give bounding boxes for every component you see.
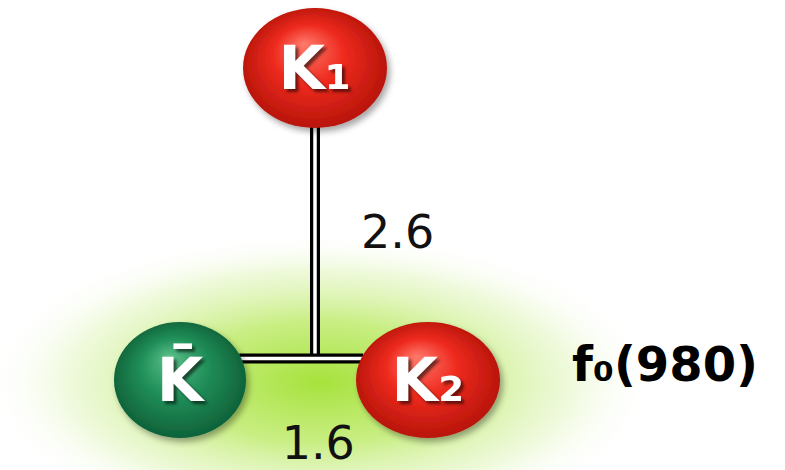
particle-label: K̄ [157, 350, 204, 410]
bond-outer [310, 127, 320, 358]
particle-circle: K₁ [241, 6, 389, 130]
circle-fill [243, 8, 387, 128]
glow-ellipse [0, 232, 655, 470]
double-bond-line [315, 127, 316, 358]
bond-inner [313, 127, 317, 358]
particle-circle: K₂ [354, 320, 502, 440]
particle-label: K₂ [392, 350, 465, 410]
circle-fill [114, 322, 246, 438]
resonance-region: f₀(980) K̄ K₂ [0, 232, 785, 470]
distance-label: 2.6 [361, 209, 434, 255]
particle-circle: K̄ [112, 320, 248, 440]
distance-label: 1.6 [282, 420, 355, 466]
particle-label: K₁ [279, 38, 352, 98]
bond-inner [239, 357, 363, 361]
bond-outer [239, 353, 363, 363]
resonance-label: f₀(980) [572, 340, 758, 388]
circle-fill [356, 322, 500, 438]
double-bond-line [239, 358, 363, 359]
